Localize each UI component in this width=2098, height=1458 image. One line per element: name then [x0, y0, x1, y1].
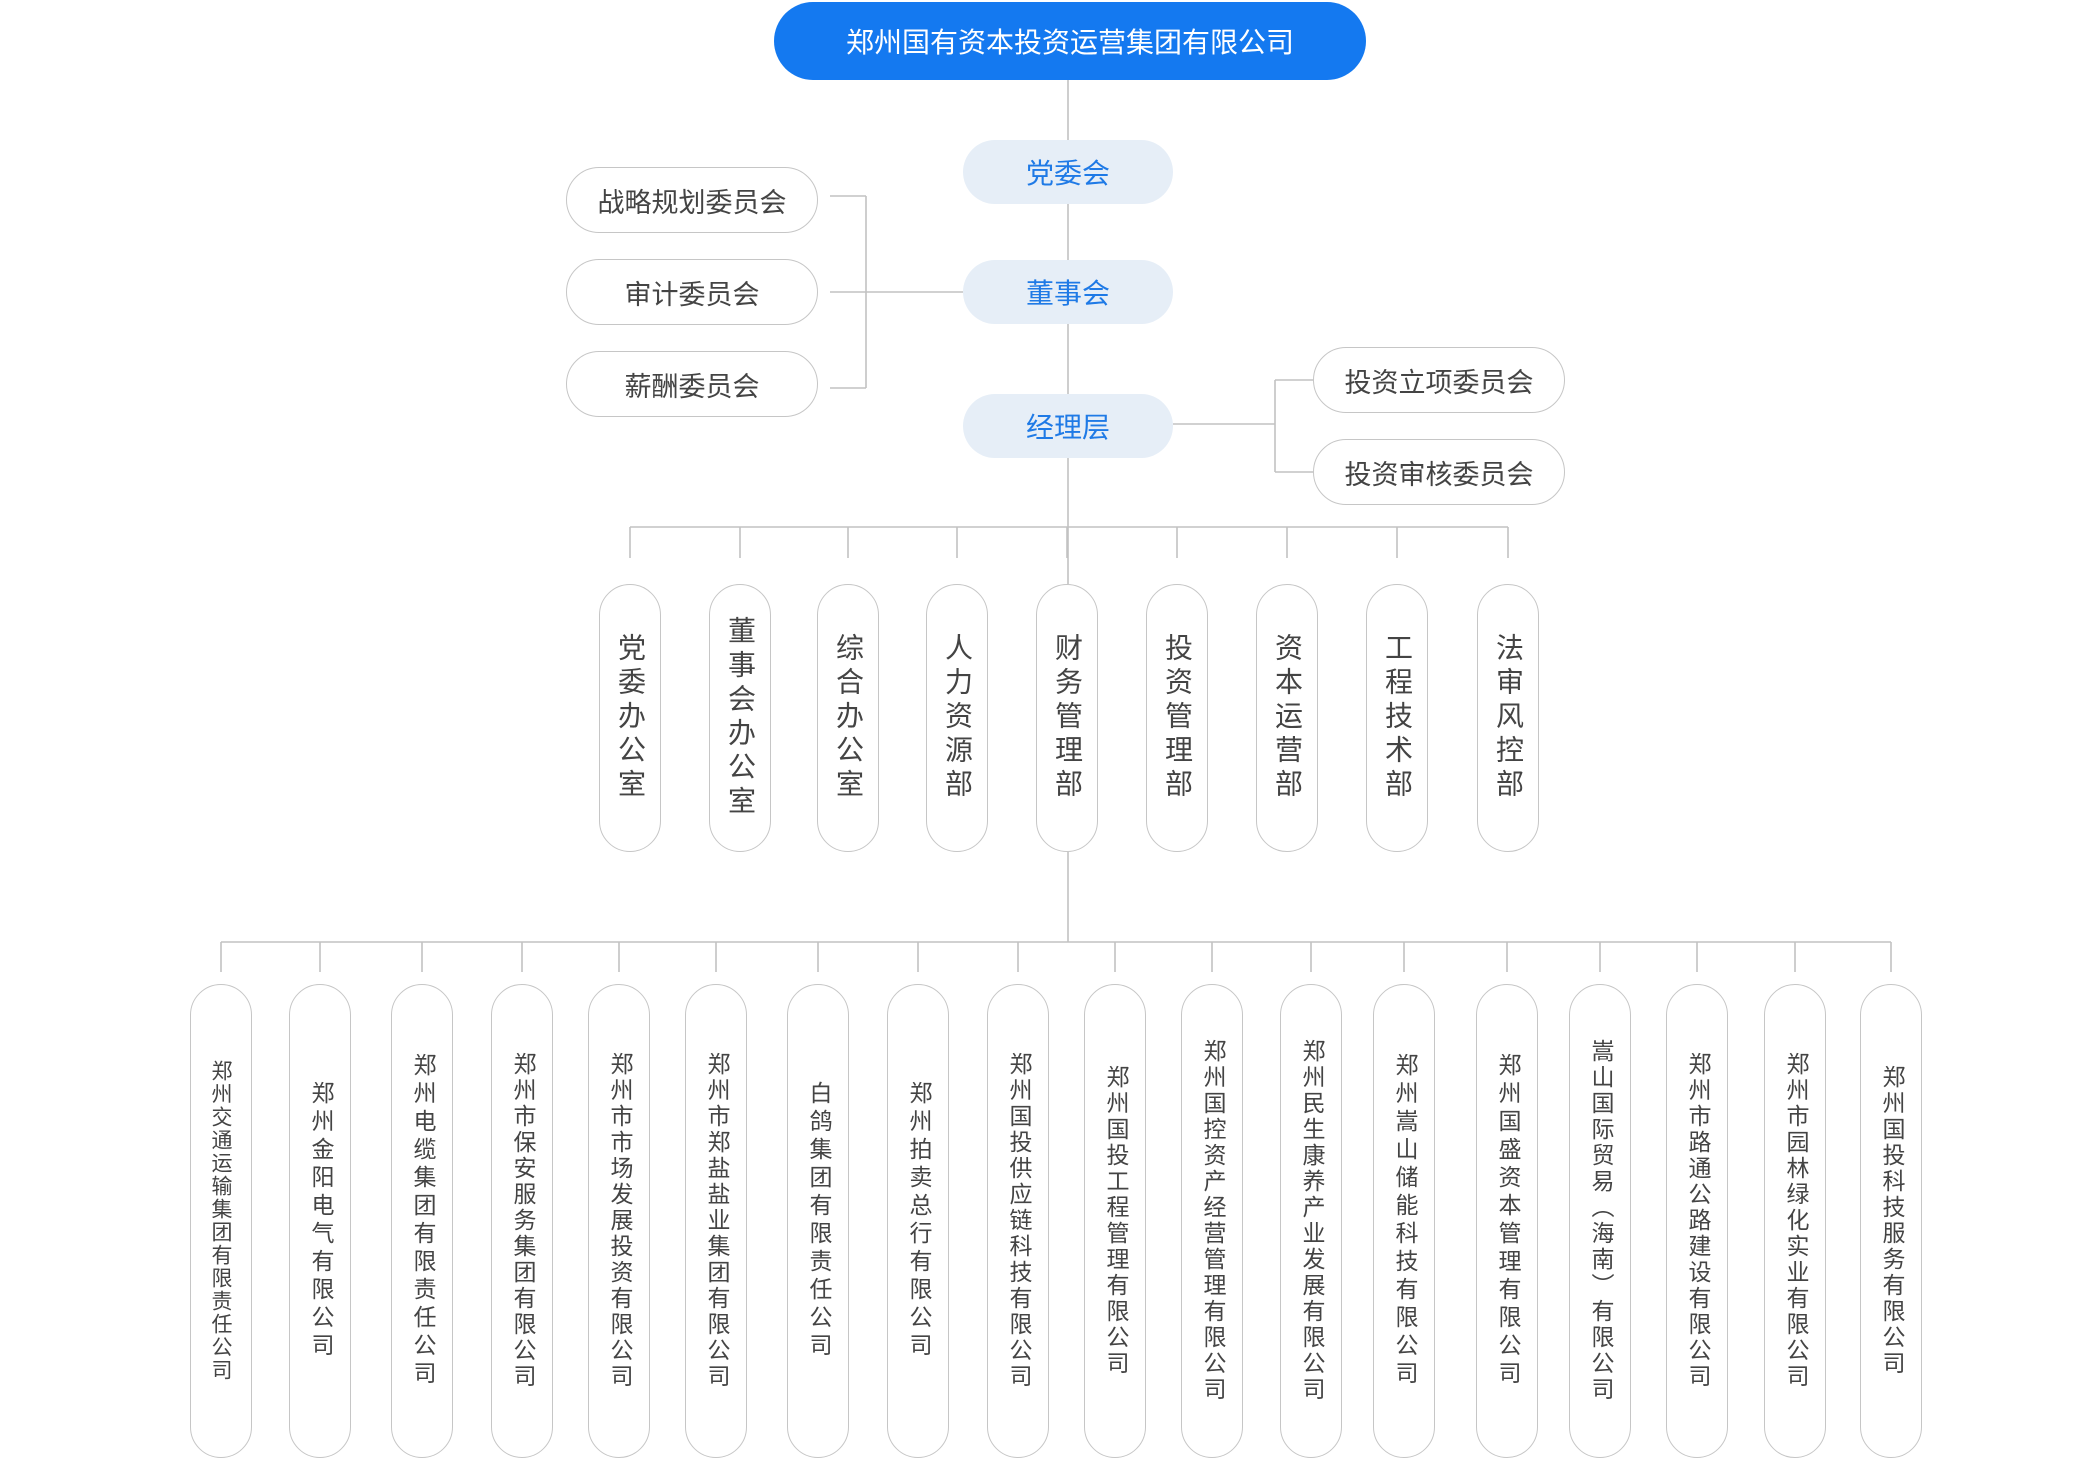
subsidiary-node: 郑州国投科技服务有限公司	[1860, 984, 1922, 1458]
subsidiary-node: 郑州电缆集团有限责任公司	[391, 984, 453, 1458]
department-label: 资本运营部	[1271, 633, 1304, 803]
party-committee-label: 党委会	[1025, 157, 1110, 190]
department-node: 综合办公室	[817, 584, 879, 852]
department-label: 法审风控部	[1492, 633, 1525, 803]
department-label: 投资管理部	[1161, 633, 1194, 803]
board-node: 董事会	[963, 260, 1173, 324]
department-label: 财务管理部	[1051, 633, 1084, 803]
subsidiary-label: 郑州市郑盐盐业集团有限公司	[703, 1052, 729, 1390]
subsidiary-label: 郑州市路通公路建设有限公司	[1684, 1052, 1710, 1390]
board-committee-label: 审计委员会	[624, 279, 760, 311]
department-node: 资本运营部	[1256, 584, 1318, 852]
department-node: 党委办公室	[599, 584, 661, 852]
department-node: 法审风控部	[1477, 584, 1539, 852]
subsidiary-node: 郑州金阳电气有限公司	[289, 984, 351, 1458]
board-committee-label: 战略规划委员会	[597, 187, 787, 219]
subsidiary-node: 郑州民生康养产业发展有限公司	[1280, 984, 1342, 1458]
subsidiary-node: 郑州国投供应链科技有限公司	[987, 984, 1049, 1458]
subsidiary-label: 郑州国投供应链科技有限公司	[1005, 1052, 1031, 1390]
department-label: 人力资源部	[941, 633, 974, 803]
subsidiary-node: 郑州拍卖总行有限公司	[887, 984, 949, 1458]
party-committee-node: 党委会	[963, 140, 1173, 204]
department-label: 工程技术部	[1381, 633, 1414, 803]
department-node: 工程技术部	[1366, 584, 1428, 852]
subsidiary-label: 郑州国投工程管理有限公司	[1102, 1065, 1128, 1377]
subsidiary-label: 郑州民生康养产业发展有限公司	[1298, 1039, 1324, 1403]
management-committee-label: 投资审核委员会	[1344, 459, 1534, 491]
subsidiary-label: 郑州国投科技服务有限公司	[1878, 1065, 1904, 1377]
subsidiary-node: 白鸽集团有限责任公司	[787, 984, 849, 1458]
subsidiary-label: 郑州嵩山储能科技有限公司	[1391, 1053, 1417, 1389]
board-committee-compensation: 薪酬委员会	[566, 351, 818, 417]
subsidiary-label: 郑州金阳电气有限公司	[307, 1081, 333, 1361]
board-committee-strategy: 战略规划委员会	[566, 167, 818, 233]
department-node: 董事会办公室	[709, 584, 771, 852]
subsidiary-label: 郑州国控资产经营管理有限公司	[1199, 1039, 1225, 1403]
subsidiary-label: 郑州市保安服务集团有限公司	[509, 1052, 535, 1390]
subsidiary-label: 郑州市园林绿化实业有限公司	[1782, 1052, 1808, 1390]
department-label: 综合办公室	[832, 633, 865, 803]
department-label: 党委办公室	[614, 633, 647, 803]
department-node: 人力资源部	[926, 584, 988, 852]
subsidiary-label: 郑州电缆集团有限责任公司	[409, 1053, 435, 1389]
management-node: 经理层	[963, 394, 1173, 458]
top-company-node: 郑州国有资本投资运营集团有限公司	[774, 2, 1366, 80]
board-committee-audit: 审计委员会	[566, 259, 818, 325]
subsidiary-label: 白鸽集团有限责任公司	[805, 1081, 831, 1361]
management-committee-review: 投资审核委员会	[1313, 439, 1565, 505]
department-node: 投资管理部	[1146, 584, 1208, 852]
subsidiary-node: 郑州市路通公路建设有限公司	[1666, 984, 1728, 1458]
board-label: 董事会	[1025, 277, 1110, 310]
subsidiary-node: 郑州国投工程管理有限公司	[1084, 984, 1146, 1458]
subsidiary-node: 郑州市郑盐盐业集团有限公司	[685, 984, 747, 1458]
subsidiary-node: 郑州市市场发展投资有限公司	[588, 984, 650, 1458]
subsidiary-label: 郑州交通运输集团有限责任公司	[209, 1060, 233, 1382]
top-company-label: 郑州国有资本投资运营集团有限公司	[845, 26, 1294, 59]
subsidiary-label: 郑州市市场发展投资有限公司	[606, 1052, 632, 1390]
subsidiary-node: 嵩山国际贸易（海南）有限公司	[1569, 984, 1631, 1458]
subsidiary-node: 郑州国盛资本管理有限公司	[1476, 984, 1538, 1458]
subsidiary-label: 郑州国盛资本管理有限公司	[1494, 1053, 1520, 1389]
subsidiary-node: 郑州嵩山储能科技有限公司	[1373, 984, 1435, 1458]
subsidiary-node: 郑州市保安服务集团有限公司	[491, 984, 553, 1458]
board-committee-label: 薪酬委员会	[624, 371, 760, 403]
subsidiary-label: 嵩山国际贸易（海南）有限公司	[1587, 1039, 1613, 1403]
subsidiary-node: 郑州市园林绿化实业有限公司	[1764, 984, 1826, 1458]
department-label: 董事会办公室	[724, 616, 757, 820]
management-committee-label: 投资立项委员会	[1344, 367, 1534, 399]
management-label: 经理层	[1025, 411, 1110, 444]
management-committee-project: 投资立项委员会	[1313, 347, 1565, 413]
subsidiary-node: 郑州交通运输集团有限责任公司	[190, 984, 252, 1458]
subsidiary-label: 郑州拍卖总行有限公司	[905, 1081, 931, 1361]
subsidiary-node: 郑州国控资产经营管理有限公司	[1181, 984, 1243, 1458]
department-node: 财务管理部	[1036, 584, 1098, 852]
